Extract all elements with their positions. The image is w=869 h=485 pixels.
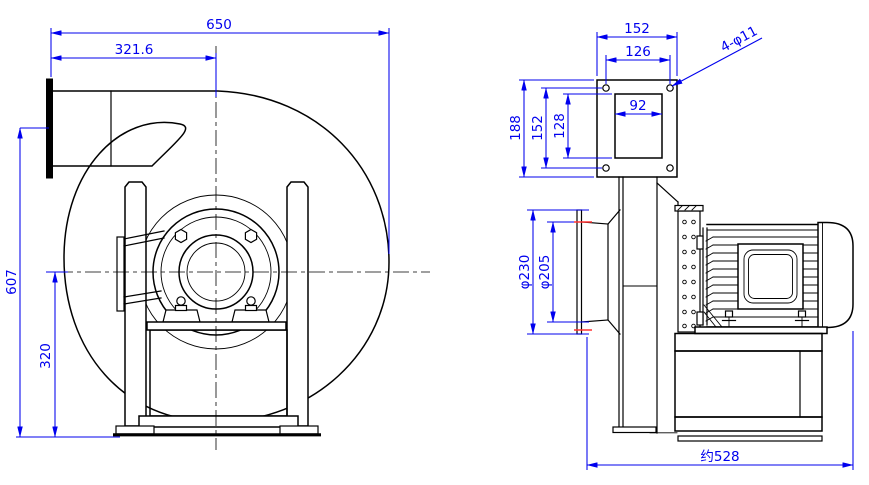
dim-bolt-holes: 4-φ11 xyxy=(671,23,763,87)
dim-overall-length-label: 约528 xyxy=(700,449,739,465)
dim-overall-width-label: 650 xyxy=(206,17,232,33)
outlet-flange-side xyxy=(596,79,678,178)
motor-bracket xyxy=(116,230,165,312)
front-view xyxy=(46,46,430,450)
dim-outlet-offset-label: 321.6 xyxy=(115,42,154,58)
casing-side xyxy=(612,176,679,434)
dim-inlet-diameter-label: φ205 xyxy=(537,255,553,290)
dim-bolt-spacing-height: 152 xyxy=(530,87,602,169)
foot-right xyxy=(279,425,319,435)
motor-base-bar xyxy=(694,326,828,335)
flange-bolt-right xyxy=(244,228,258,244)
dim-bolt-spacing-width: 126 xyxy=(605,44,671,84)
flange-bolt-left xyxy=(174,228,188,244)
dim-flange-width-label: 152 xyxy=(624,21,650,37)
foot-bolt-left xyxy=(174,296,188,312)
dim-opening-width: 92 xyxy=(614,98,663,117)
dim-overall-height-label: 607 xyxy=(4,269,20,295)
dim-bolt-holes-label: 4-φ11 xyxy=(718,23,760,56)
dim-overall-length: 约528 xyxy=(586,331,854,470)
junction-box xyxy=(737,243,804,310)
support-leg-left xyxy=(124,181,147,427)
motor-end-cap xyxy=(817,221,854,329)
dim-inlet-flange-diameter: φ230 xyxy=(517,209,589,335)
inlet-collar xyxy=(576,209,621,335)
rivet-strip xyxy=(674,204,704,333)
side-view xyxy=(576,79,854,442)
dim-flange-width: 152 xyxy=(596,21,678,76)
dim-opening-height-label: 128 xyxy=(552,113,568,139)
bolt-hole xyxy=(666,164,674,172)
support-leg-right xyxy=(286,181,309,427)
dim-flange-height: 188 xyxy=(508,79,594,178)
bolt-hole xyxy=(602,164,610,172)
motor-side xyxy=(694,221,854,335)
volute-outline xyxy=(51,90,390,423)
bolt-hole xyxy=(666,84,674,92)
dim-bolt-spacing-height-label: 152 xyxy=(530,115,546,141)
stand xyxy=(674,332,823,442)
foot-bolt-right xyxy=(244,296,258,312)
base-plate xyxy=(138,415,299,428)
dim-opening-height: 128 xyxy=(552,93,612,159)
dim-center-to-base: 320 xyxy=(38,271,68,438)
dim-overall-height: 607 xyxy=(4,127,120,438)
dim-opening-width-label: 92 xyxy=(629,98,646,114)
dim-bolt-spacing-width-label: 126 xyxy=(625,44,651,60)
dim-outlet-center-offset: 321.6 xyxy=(50,42,217,97)
dim-inlet-flange-diameter-label: φ230 xyxy=(517,255,533,290)
motor-bolt-left xyxy=(721,310,737,328)
dim-overall-width: 650 xyxy=(50,17,390,254)
motor-bolt-right xyxy=(794,310,810,328)
dim-inlet-diameter: φ205 xyxy=(537,221,589,323)
dim-flange-height-label: 188 xyxy=(508,115,524,141)
foot-left xyxy=(115,425,155,435)
bolt-hole xyxy=(602,84,610,92)
dim-center-to-base-label: 320 xyxy=(38,343,54,369)
